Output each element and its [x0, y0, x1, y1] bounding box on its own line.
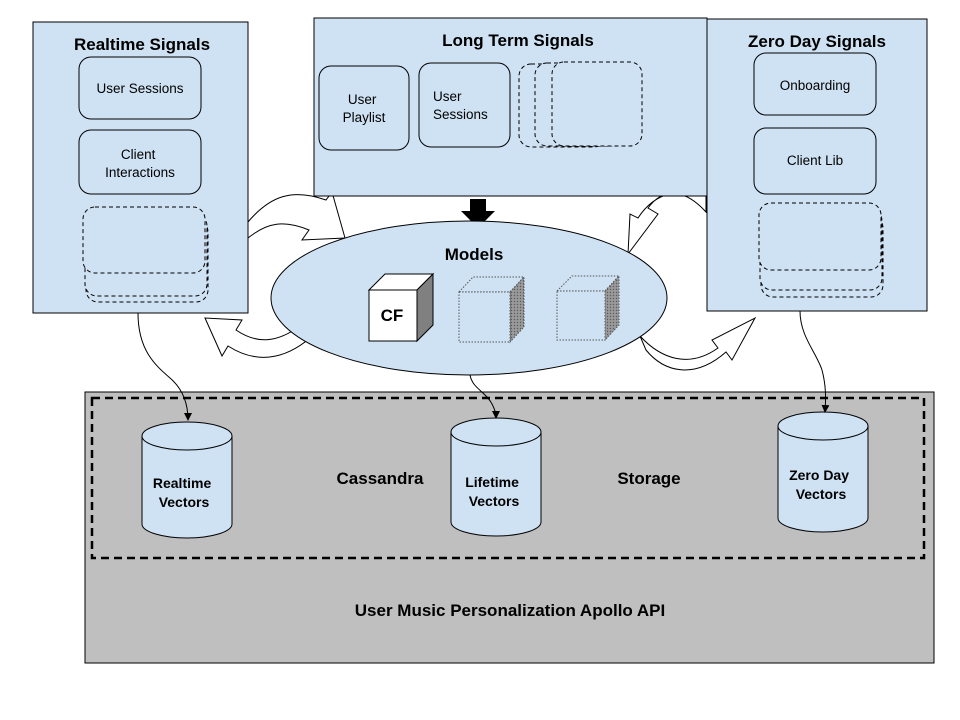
- zero-day-vectors-label: Zero Day Vectors: [789, 467, 853, 502]
- realtime-signals-panel: Realtime Signals User Sessions Client In…: [32, 21, 249, 314]
- zero-day-signals-title: Zero Day Signals: [748, 32, 886, 51]
- lifetime-vectors-label: Lifetime Vectors: [465, 474, 523, 509]
- arrow-longterm-to-models: [461, 199, 495, 228]
- user-sessions-label: User Sessions: [96, 81, 183, 96]
- placeholder-model-cube: [457, 275, 526, 344]
- models-title: Models: [445, 245, 504, 264]
- user-playlist-label: User Playlist: [343, 92, 386, 125]
- models-ellipse: Models CF: [270, 220, 668, 376]
- arrow-zeroday-to-models: [627, 191, 707, 256]
- placeholder-box: [758, 202, 882, 271]
- arrow-models-to-realtime: [204, 317, 311, 358]
- realtime-signals-title: Realtime Signals: [74, 35, 210, 54]
- cf-model-cube: CF: [367, 272, 435, 343]
- client-lib-label: Client Lib: [787, 153, 843, 168]
- connector-models-to-lifetime: [469, 374, 500, 419]
- cf-label: CF: [381, 306, 404, 325]
- storage-dashed-boundary: [90, 396, 926, 560]
- client-lib-box: [753, 127, 877, 195]
- client-interactions-label: Client Interactions: [105, 147, 175, 180]
- arrow-realtime-to-models: [247, 190, 346, 241]
- placeholder-box: [82, 206, 206, 274]
- long-term-signals-panel: Long Term Signals User Playlist User Ses…: [313, 17, 708, 197]
- storage-label: Storage: [617, 469, 680, 488]
- realtime-vectors-cylinder: Realtime Vectors: [141, 421, 233, 539]
- long-term-signals-title: Long Term Signals: [442, 31, 594, 50]
- apollo-api-label: User Music Personalization Apollo API: [355, 601, 665, 620]
- connector-realtime-to-vectors: [137, 312, 192, 421]
- lifetime-vectors-cylinder: Lifetime Vectors: [450, 417, 542, 537]
- zero-day-vectors-cylinder: Zero Day Vectors: [777, 411, 869, 533]
- user-playlist-box: [318, 65, 410, 151]
- placeholder-model-cube: [555, 274, 621, 342]
- zero-day-signals-panel: Zero Day Signals Onboarding Client Lib: [706, 18, 928, 312]
- arrow-models-to-zeroday: [639, 316, 757, 371]
- onboarding-box: [753, 52, 877, 116]
- user-sessions-box: [78, 56, 202, 120]
- client-interactions-box: [78, 129, 202, 195]
- onboarding-label: Onboarding: [780, 78, 851, 93]
- user-sessions-label: User Sessions: [433, 89, 488, 122]
- cassandra-label: Cassandra: [337, 469, 424, 488]
- user-sessions-box: [418, 62, 511, 148]
- realtime-vectors-label: Realtime Vectors: [153, 475, 215, 510]
- placeholder-box: [551, 61, 643, 147]
- connector-zeroday-to-vectors: [799, 310, 830, 413]
